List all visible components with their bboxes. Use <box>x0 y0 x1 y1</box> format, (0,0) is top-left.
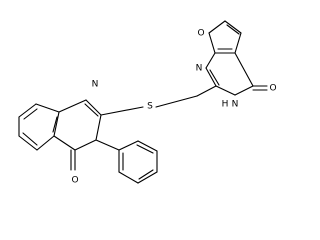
bond-ph-1 <box>118 140 139 151</box>
bond-c3-c4 <box>234 32 242 54</box>
bond-ph-2 <box>137 140 158 152</box>
bond-benz-d1 <box>23 108 38 120</box>
bond-c5-nh <box>215 85 236 96</box>
bond-c2-c3 <box>224 20 242 34</box>
bond-c2-c3-double <box>226 24 240 35</box>
atom-label-h: H <box>222 100 229 110</box>
bond-layer <box>18 20 268 184</box>
bond-benz-a5 <box>36 135 55 151</box>
bond-o1-c2 <box>208 20 226 34</box>
bond-s-c7 <box>100 106 144 116</box>
bond-benz-d3 <box>52 116 58 133</box>
atom-label-o3: O <box>71 176 78 186</box>
atom-label-n2: N <box>92 80 99 90</box>
bond-n3-c7 <box>95 114 102 141</box>
atom-label-n1: N <box>196 64 203 74</box>
atom-label-o2: O <box>269 84 276 94</box>
molecule-diagram: O N N N H S O O <box>18 20 277 186</box>
atom-label-s: S <box>147 102 153 112</box>
bond-c6-c4 <box>234 52 254 87</box>
bond-benz-a1 <box>35 103 60 113</box>
atom-label-nh: N <box>232 100 239 110</box>
bond-c8-c9 <box>53 111 60 137</box>
bond-c1-n1 <box>205 52 216 69</box>
bond-n1-c5-double <box>209 69 220 86</box>
bond-benz-a4 <box>18 135 38 151</box>
bond-c7-n2 <box>85 99 102 116</box>
bond-ph-5 <box>118 171 139 184</box>
bond-n1-c5 <box>205 67 217 87</box>
bond-c7-n2-double <box>84 103 99 117</box>
bond-ph-d1 <box>136 144 154 154</box>
bond-ph-d2 <box>138 169 154 180</box>
bond-c5-ch2 <box>196 85 217 97</box>
bond-n2-c8 <box>58 99 87 113</box>
bond-ch2-s <box>155 95 198 108</box>
bond-o1-c1 <box>208 32 216 54</box>
bond-nh-c6 <box>234 85 254 96</box>
bond-ph-4 <box>137 171 158 184</box>
bond-c10-n3 <box>74 139 97 151</box>
bond-benz-a2 <box>18 103 37 118</box>
bond-benz-d2 <box>22 132 38 146</box>
atom-label-o1: O <box>197 29 204 39</box>
atom-label-layer: O N N N H S O O <box>71 29 276 186</box>
bond-n3-ph <box>95 139 120 151</box>
bond-c9-c10 <box>53 135 76 151</box>
